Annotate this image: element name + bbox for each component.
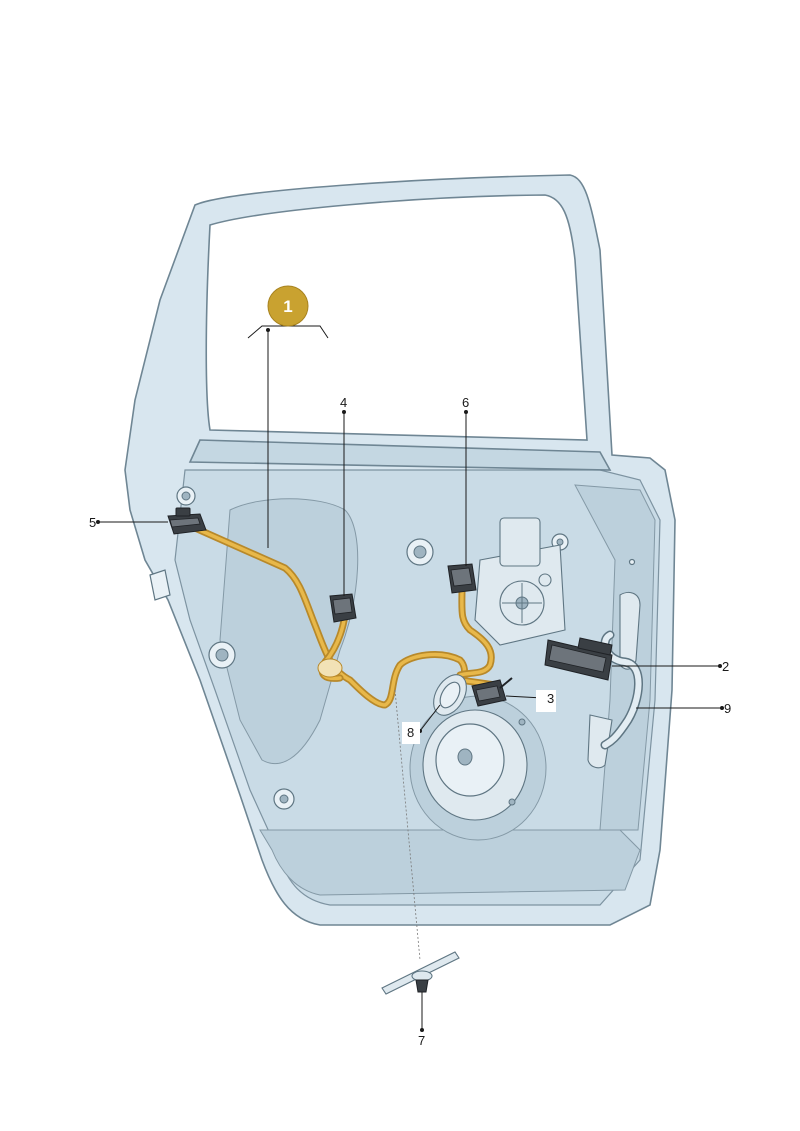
- item-badge: 1: [267, 285, 309, 327]
- callout-label-5: 5: [89, 515, 96, 530]
- grommet: [433, 674, 467, 716]
- callout-label-3: 3: [547, 691, 554, 706]
- loudspeaker: [409, 695, 547, 841]
- callout-label-8: 8: [407, 725, 414, 740]
- window-frame: [188, 194, 612, 471]
- connector-2: [544, 637, 613, 681]
- connector-3: [471, 677, 513, 707]
- badge-label: 1: [283, 297, 292, 316]
- callout-label-7: 7: [418, 1033, 425, 1048]
- wiring-harness: [191, 524, 499, 709]
- callout-label-6: 6: [462, 395, 469, 410]
- connector-5: [167, 507, 207, 535]
- clip-fastener: [381, 951, 460, 995]
- window-motor: [474, 517, 566, 646]
- door-handle: [587, 591, 643, 769]
- callout-label-4: 4: [340, 395, 347, 410]
- connector-6: [447, 563, 477, 594]
- callout-label-2: 2: [722, 659, 729, 674]
- connector-4: [329, 593, 357, 623]
- callout-labels: 2 3 4 5 6 7 8 9: [89, 395, 731, 1048]
- badge-circle: [267, 285, 309, 327]
- callout-label-9: 9: [724, 701, 731, 716]
